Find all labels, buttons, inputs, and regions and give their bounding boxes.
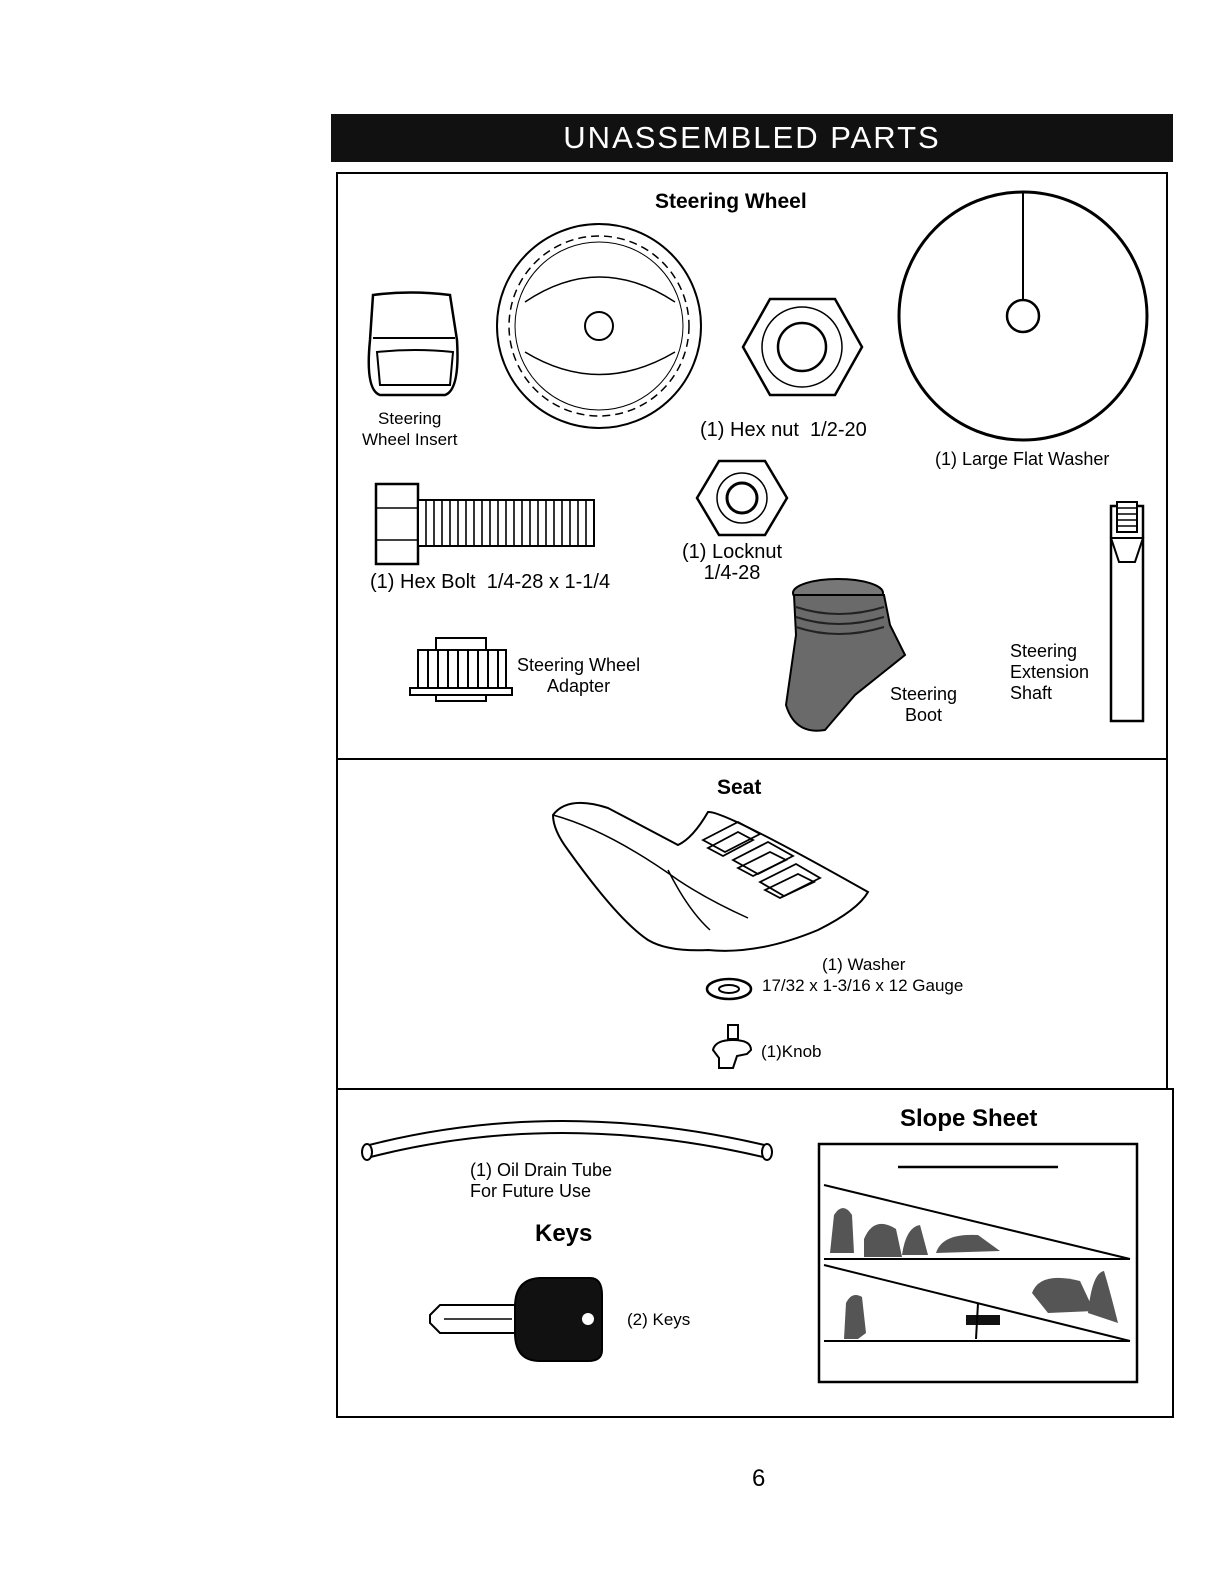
page-number: 6 [752, 1465, 766, 1492]
steering-extension-shaft-illustration [1109, 501, 1145, 723]
hex-nut-illustration [741, 297, 864, 397]
seat-washer-illustration [705, 977, 753, 1001]
steering-wheel-heading: Steering Wheel [655, 190, 807, 213]
locknut-label: (1) Locknut 1/4-28 [682, 541, 783, 584]
hex-bolt-label: (1) Hex Bolt 1/4-28 x 1-1/4 [370, 571, 611, 593]
seat-illustration [551, 801, 870, 952]
steering-wheel-insert-label: Steering Wheel Insert [362, 409, 458, 449]
keys-label: (2) Keys [627, 1310, 691, 1329]
steering-extension-shaft-label: Steering Extension Shaft [1010, 641, 1090, 703]
steering-wheel-insert-illustration [367, 291, 459, 397]
seat-washer-size-label: 17/32 x 1-3/16 x 12 Gauge [762, 976, 964, 995]
steering-wheel-adapter-illustration [409, 637, 513, 702]
keys-heading: Keys [535, 1220, 593, 1247]
knob-label: (1)Knob [761, 1042, 822, 1061]
steering-wheel-illustration [496, 223, 702, 429]
seat-heading: Seat [717, 776, 762, 799]
steering-wheel-adapter-label: Steering Wheel Adapter [517, 655, 641, 696]
seat-washer-label: (1) Washer [822, 955, 906, 974]
steering-boot-label: Steering Boot [890, 684, 958, 725]
large-flat-washer-illustration [897, 190, 1149, 442]
page-title-banner: UNASSEMBLED PARTS [331, 114, 1173, 162]
slope-sheet-illustration [817, 1142, 1139, 1384]
keys-illustration [429, 1277, 603, 1362]
oil-drain-tube-illustration [361, 1120, 773, 1161]
hex-bolt-illustration [374, 482, 595, 566]
oil-drain-tube-label: (1) Oil Drain Tube For Future Use [470, 1160, 613, 1201]
hex-nut-label: (1) Hex nut 1/2-20 [700, 419, 867, 441]
misc-parts-panel [336, 1088, 1174, 1418]
large-flat-washer-label: (1) Large Flat Washer [935, 449, 1110, 469]
steering-boot-illustration [784, 578, 907, 732]
locknut-illustration [695, 459, 789, 537]
knob-illustration [711, 1024, 753, 1069]
slope-sheet-heading: Slope Sheet [900, 1105, 1038, 1132]
